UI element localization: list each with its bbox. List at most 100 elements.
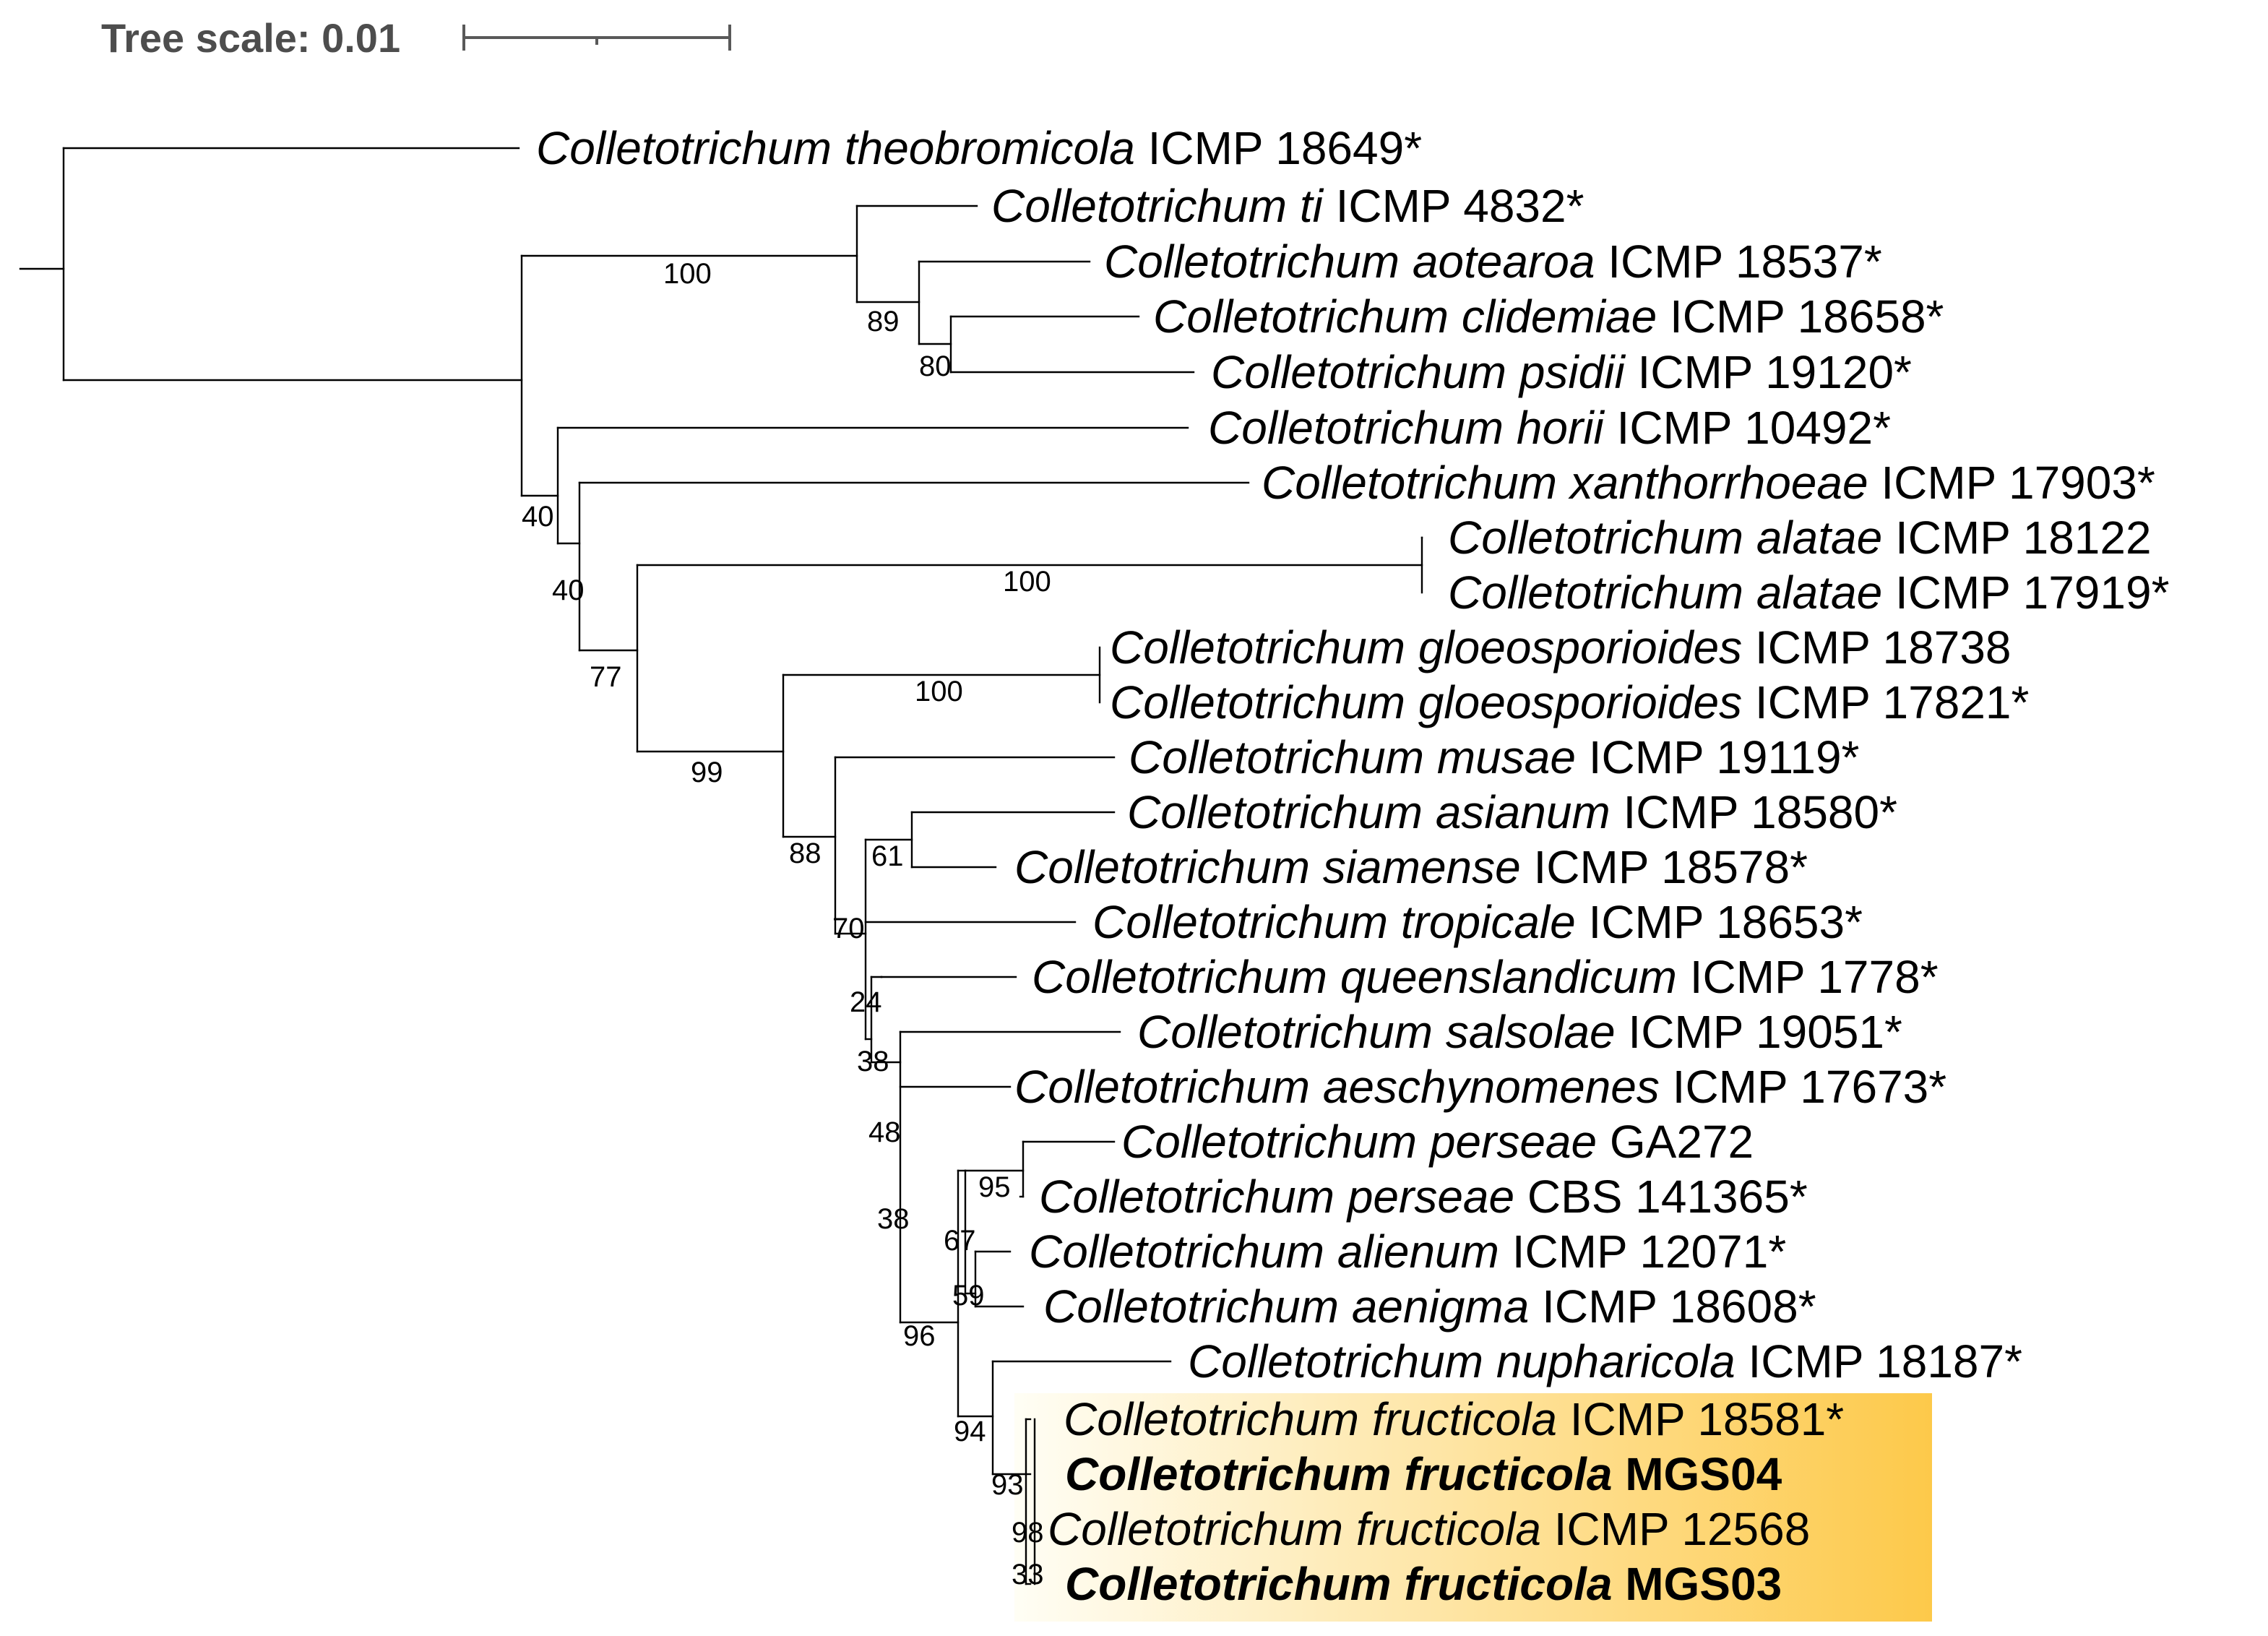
- strain-id: ICMP 1778*: [1677, 951, 1939, 1003]
- support-value: 100: [915, 676, 963, 707]
- tip-label: Colletotrichum musae ICMP 19119*: [1129, 731, 1859, 783]
- strain-id: ICMP 12568: [1541, 1503, 1810, 1555]
- strain-id: ICMP 18649*: [1135, 122, 1422, 174]
- support-value: 67: [944, 1225, 976, 1257]
- strain-id: MGS03: [1612, 1558, 1782, 1610]
- taxon-name: Colletotrichum musae: [1129, 731, 1576, 783]
- tree-scale-label: Tree scale: 0.01: [101, 15, 400, 61]
- tip-label: Colletotrichum alienum ICMP 12071*: [1029, 1226, 1786, 1278]
- strain-id: ICMP 18653*: [1576, 896, 1863, 948]
- support-value: 38: [877, 1203, 910, 1235]
- tip-label: Colletotrichum aeschynomenes ICMP 17673*: [1014, 1061, 1946, 1113]
- taxon-name: Colletotrichum alatae: [1448, 512, 1882, 564]
- strain-id: ICMP 17919*: [1882, 567, 2169, 619]
- support-value: 98: [1012, 1517, 1044, 1549]
- taxon-name: Colletotrichum fructicola: [1065, 1558, 1612, 1610]
- tree-branches: [19, 147, 1423, 1585]
- strain-id: ICMP 17821*: [1742, 676, 2029, 728]
- tip-label: Colletotrichum clidemiae ICMP 18658*: [1153, 290, 1944, 343]
- strain-id: ICMP 18608*: [1529, 1280, 1816, 1333]
- support-value: 95: [978, 1171, 1011, 1203]
- taxon-name: Colletotrichum aotearoa: [1104, 236, 1595, 288]
- taxon-name: Colletotrichum clidemiae: [1153, 290, 1657, 343]
- taxon-name: Colletotrichum perseae: [1039, 1171, 1514, 1223]
- support-value: 61: [871, 840, 904, 872]
- tip-label: Colletotrichum tropicale ICMP 18653*: [1092, 896, 1863, 948]
- tip-label: Colletotrichum gloeosporioides ICMP 1782…: [1110, 676, 2029, 728]
- taxon-name: Colletotrichum fructicola: [1065, 1448, 1612, 1500]
- tip-label: Colletotrichum alatae ICMP 18122: [1448, 512, 2152, 564]
- tip-label: Colletotrichum horii ICMP 10492*: [1208, 402, 1891, 454]
- tip-label: Colletotrichum fructicola MGS04: [1065, 1448, 1782, 1500]
- taxon-name: Colletotrichum psidii: [1211, 346, 1626, 398]
- strain-id: ICMP 18580*: [1611, 786, 1897, 838]
- taxon-name: Colletotrichum gloeosporioides: [1110, 621, 1742, 673]
- tip-label: Colletotrichum perseae CBS 141365*: [1039, 1171, 1808, 1223]
- strain-id: ICMP 18738: [1742, 621, 2011, 673]
- support-value: 100: [1003, 566, 1051, 598]
- taxon-name: Colletotrichum siamense: [1014, 841, 1521, 893]
- tip-label: Colletotrichum fructicola ICMP 12568: [1048, 1503, 1810, 1555]
- strain-id: ICMP 4832*: [1323, 180, 1584, 232]
- taxon-name: Colletotrichum queenslandicum: [1032, 951, 1677, 1003]
- taxon-name: Colletotrichum horii: [1208, 402, 1605, 454]
- strain-id: GA272: [1597, 1116, 1754, 1168]
- support-value: 94: [954, 1416, 986, 1447]
- support-value: 38: [857, 1046, 889, 1077]
- strain-id: ICMP 18537*: [1595, 236, 1881, 288]
- taxon-name: Colletotrichum salsolae: [1137, 1006, 1616, 1058]
- support-value: 70: [832, 913, 865, 944]
- tip-label: Colletotrichum aotearoa ICMP 18537*: [1104, 236, 1882, 288]
- tip-label: Colletotrichum fructicola MGS03: [1065, 1558, 1782, 1610]
- taxon-name: Colletotrichum perseae: [1121, 1116, 1597, 1168]
- taxon-name: Colletotrichum ti: [991, 180, 1324, 232]
- tip-labels: Colletotrichum theobromicola ICMP 18649*…: [536, 122, 2169, 1610]
- strain-id: ICMP 17673*: [1660, 1061, 1946, 1113]
- support-value: 48: [868, 1116, 901, 1148]
- support-value: 77: [590, 661, 622, 693]
- taxon-name: Colletotrichum alatae: [1448, 567, 1882, 619]
- tip-label: Colletotrichum gloeosporioides ICMP 1873…: [1110, 621, 2012, 673]
- taxon-name: Colletotrichum xanthorrhoeae: [1262, 457, 1868, 509]
- strain-id: ICMP 18122: [1882, 512, 2151, 564]
- taxon-name: Colletotrichum asianum: [1127, 786, 1611, 838]
- strain-id: ICMP 18658*: [1657, 290, 1944, 343]
- support-value: 100: [663, 258, 712, 290]
- support-value: 93: [991, 1469, 1024, 1501]
- strain-id: ICMP 12071*: [1499, 1226, 1786, 1278]
- support-value: 80: [919, 350, 952, 382]
- strain-id: CBS 141365*: [1514, 1171, 1808, 1223]
- support-value: 33: [1012, 1559, 1044, 1590]
- taxon-name: Colletotrichum aeschynomenes: [1014, 1061, 1660, 1113]
- tip-label: Colletotrichum queenslandicum ICMP 1778*: [1032, 951, 1939, 1003]
- taxon-name: Colletotrichum tropicale: [1092, 896, 1576, 948]
- tip-label: Colletotrichum fructicola ICMP 18581*: [1064, 1393, 1844, 1445]
- strain-id: ICMP 18578*: [1521, 841, 1808, 893]
- tip-label: Colletotrichum xanthorrhoeae ICMP 17903*: [1262, 457, 2155, 509]
- strain-id: MGS04: [1612, 1448, 1782, 1500]
- taxon-name: Colletotrichum theobromicola: [536, 122, 1135, 174]
- tip-label: Colletotrichum alatae ICMP 17919*: [1448, 567, 2169, 619]
- taxon-name: Colletotrichum nupharicola: [1188, 1335, 1736, 1387]
- taxon-name: Colletotrichum alienum: [1029, 1226, 1499, 1278]
- support-value: 59: [952, 1280, 985, 1312]
- fructicola-clade-highlight: [1014, 1393, 1932, 1622]
- support-value: 40: [552, 574, 585, 606]
- support-value: 40: [522, 501, 554, 533]
- tip-label: Colletotrichum ti ICMP 4832*: [991, 180, 1584, 232]
- taxon-name: Colletotrichum fructicola: [1064, 1393, 1557, 1445]
- support-value: 96: [903, 1320, 936, 1352]
- support-value: 99: [691, 757, 723, 788]
- tip-label: Colletotrichum aenigma ICMP 18608*: [1043, 1280, 1816, 1333]
- support-value: 88: [789, 838, 822, 869]
- support-value: 89: [867, 306, 900, 337]
- strain-id: ICMP 17903*: [1868, 457, 2155, 509]
- tip-label: Colletotrichum nupharicola ICMP 18187*: [1188, 1335, 2022, 1387]
- tip-label: Colletotrichum theobromicola ICMP 18649*: [536, 122, 1422, 174]
- tip-label: Colletotrichum siamense ICMP 18578*: [1014, 841, 1808, 893]
- strain-id: ICMP 18581*: [1557, 1393, 1844, 1445]
- strain-id: ICMP 19120*: [1625, 346, 1912, 398]
